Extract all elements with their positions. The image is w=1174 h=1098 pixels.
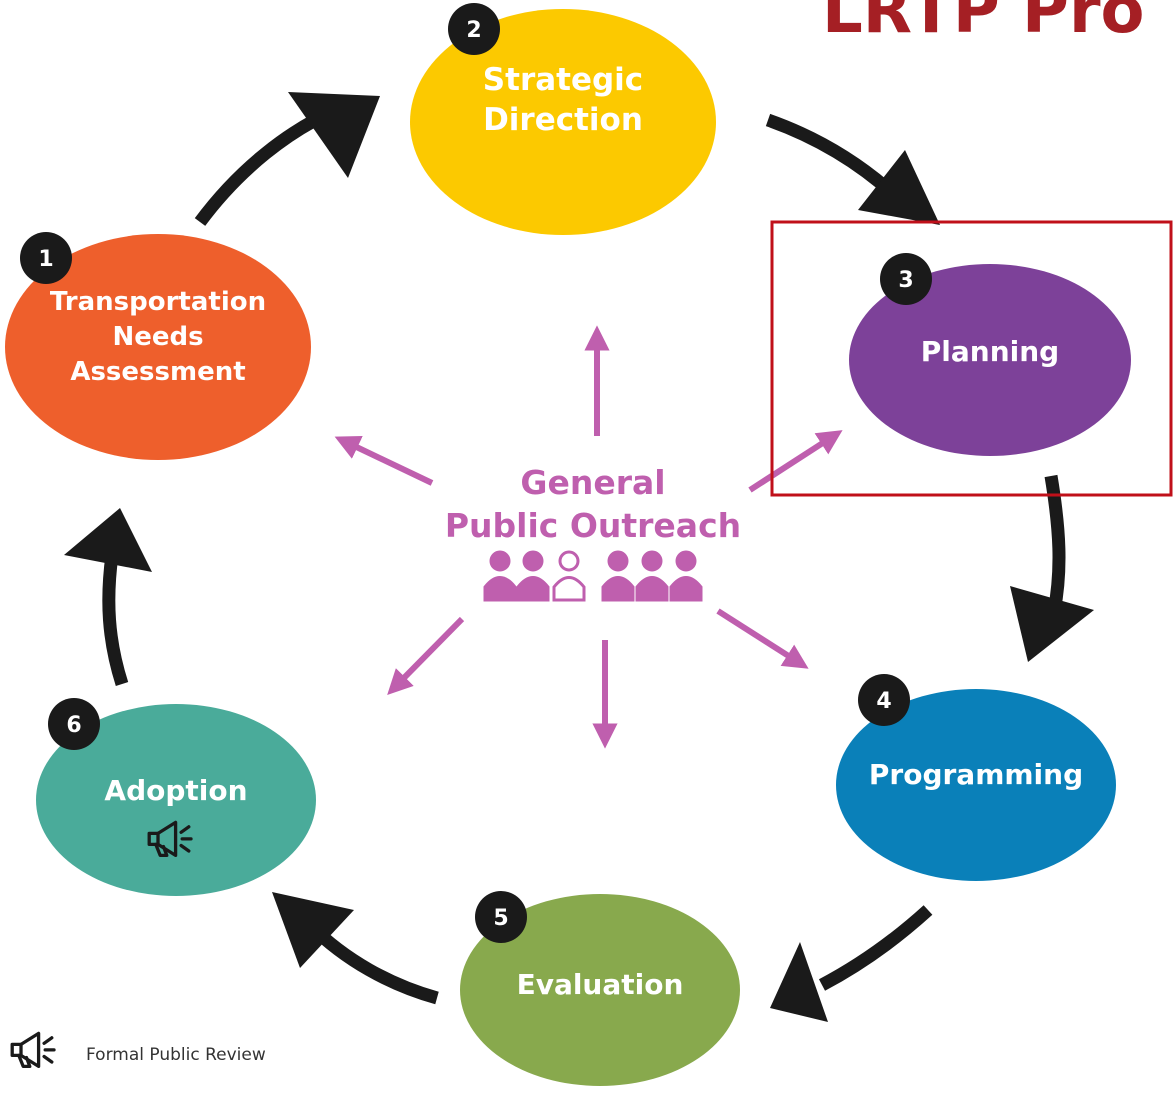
stage-4-badge-circle	[858, 674, 910, 726]
stage-5-badge-circle	[475, 891, 527, 943]
center-outreach: General Public Outreach	[445, 463, 741, 602]
person-icon	[552, 550, 586, 602]
stage-6-node: Adoption 6	[36, 698, 316, 896]
corner-title: LRTP Pro	[822, 0, 1144, 48]
arrow-3-to-4	[1044, 474, 1066, 614]
stage-6-badge-circle	[48, 698, 100, 750]
stage-2-label-line-2: Direction	[483, 102, 643, 138]
stage-2-badge: 2	[448, 3, 500, 55]
stage-4-badge: 4	[858, 674, 910, 726]
arrowhead-5-to-6	[272, 892, 354, 968]
stage-2-badge-number: 2	[466, 18, 481, 43]
center-title: General	[520, 463, 665, 502]
stage-1-badge-circle	[20, 232, 72, 284]
stage-6-label-line-1: Adoption	[104, 774, 247, 807]
stage-5-ellipse	[460, 894, 740, 1086]
stage-2-label-line-1: Strategic	[483, 62, 643, 98]
stage-5-node: Evaluation 5	[460, 891, 740, 1086]
arrowhead-2-to-3	[858, 150, 940, 225]
stage-2-badge-circle	[448, 3, 500, 55]
legend-megaphone-glyph	[10, 1031, 56, 1069]
stage-1-badge: 1	[20, 232, 72, 284]
stage-4-ellipse	[836, 689, 1116, 881]
cycle-arrowheads	[64, 92, 1094, 1022]
megaphone-icon	[10, 1031, 56, 1069]
stage-5-label-line-1: Evaluation	[517, 968, 684, 1001]
legend-label: Formal Public Review	[86, 1045, 266, 1065]
stage-4-node: Programming 4	[836, 674, 1116, 881]
stage-6-badge: 6	[48, 698, 100, 750]
center-subtitle: Public Outreach	[445, 506, 741, 545]
arrowhead-1-to-2	[288, 92, 380, 178]
arrowhead-4-to-5	[770, 942, 828, 1022]
stage-1-label-line-2: Needs	[112, 322, 203, 352]
person-icon	[601, 550, 635, 602]
arrowhead-6-to-1	[64, 508, 152, 572]
stage-5-badge-number: 5	[493, 906, 508, 931]
stage-3-node: Planning 3	[849, 253, 1131, 456]
outreach-arrows	[334, 325, 843, 749]
person-icon	[669, 550, 703, 602]
stage-4-badge-number: 4	[876, 689, 891, 714]
stage-1-badge-number: 1	[38, 247, 53, 272]
stage-2-ellipse	[410, 9, 716, 235]
stage-3-label-line-1: Planning	[921, 335, 1059, 368]
legend: Formal Public Review	[10, 1031, 266, 1069]
stage-1-label-line-1: Transportation	[50, 287, 266, 317]
outreach-arrow-upleft	[334, 436, 434, 486]
outreach-arrow-upright	[748, 430, 843, 493]
stage-3-badge-circle	[880, 253, 932, 305]
outreach-arrow-downright	[716, 608, 809, 669]
stage-1-label-line-3: Assessment	[70, 357, 245, 387]
stage-5-badge: 5	[475, 891, 527, 943]
stage-4-label-line-1: Programming	[869, 758, 1083, 791]
person-icon	[516, 550, 550, 602]
people-icon	[483, 550, 703, 602]
stage-1-ellipse	[5, 234, 311, 460]
stage-3-badge-number: 3	[898, 268, 913, 293]
adoption-megaphone-icon	[147, 820, 193, 858]
arrow-6-to-1	[102, 554, 129, 686]
outreach-arrow-downleft	[387, 616, 465, 695]
arrow-4-to-5	[818, 905, 933, 991]
person-icon	[483, 550, 517, 602]
stage-6-badge-number: 6	[66, 713, 81, 738]
person-icon	[635, 550, 669, 602]
planning-highlight-box	[770, 220, 1173, 497]
stage-3-ellipse	[849, 264, 1131, 456]
stage-6-ellipse	[36, 704, 316, 896]
stage-3-badge: 3	[880, 253, 932, 305]
arrowhead-3-to-4	[1010, 586, 1094, 662]
